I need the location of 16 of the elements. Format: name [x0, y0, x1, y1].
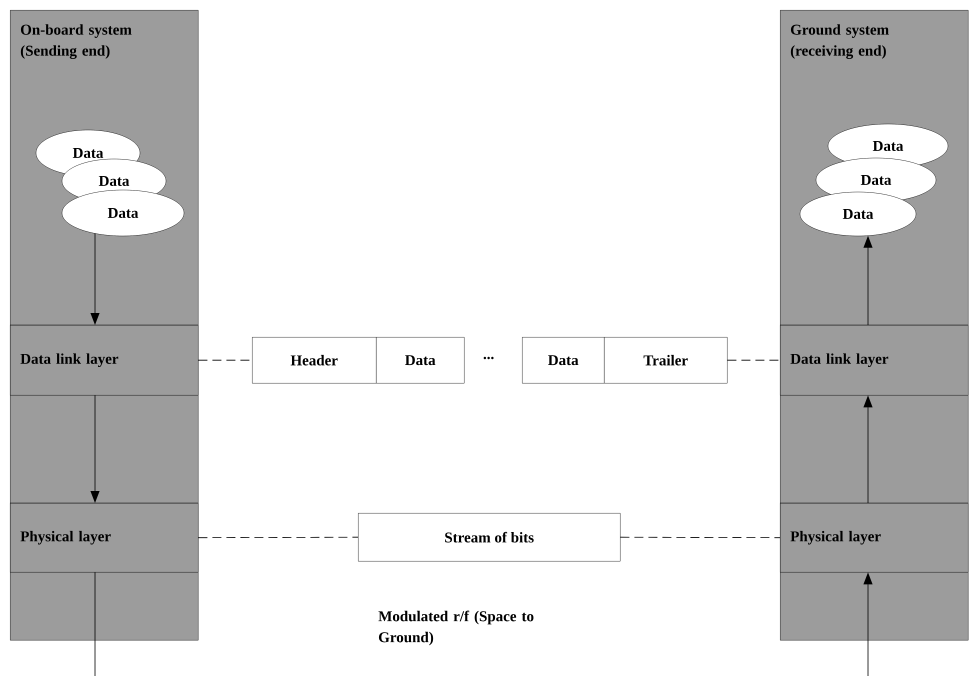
- frame-box: Header: [252, 337, 376, 384]
- layer-row: Physical layer: [10, 503, 198, 572]
- frame-box: Data: [376, 337, 464, 384]
- frame-box: Stream of bits: [358, 513, 620, 562]
- dashed-line: [620, 536, 780, 538]
- layer-row: Physical layer: [780, 503, 968, 572]
- frame-box: Data: [522, 337, 604, 384]
- layer-row: Data link layer: [780, 325, 968, 396]
- signal-note: Modulated r/f (Space to Ground): [378, 610, 534, 646]
- line: [94, 572, 96, 676]
- dashed-line: [727, 360, 780, 361]
- ellipsis: ...: [484, 356, 494, 360]
- dashed-line: [198, 536, 358, 538]
- frame-box: Trailer: [604, 337, 728, 384]
- dashed-line: [198, 360, 252, 361]
- layer-row: Data link layer: [10, 325, 198, 396]
